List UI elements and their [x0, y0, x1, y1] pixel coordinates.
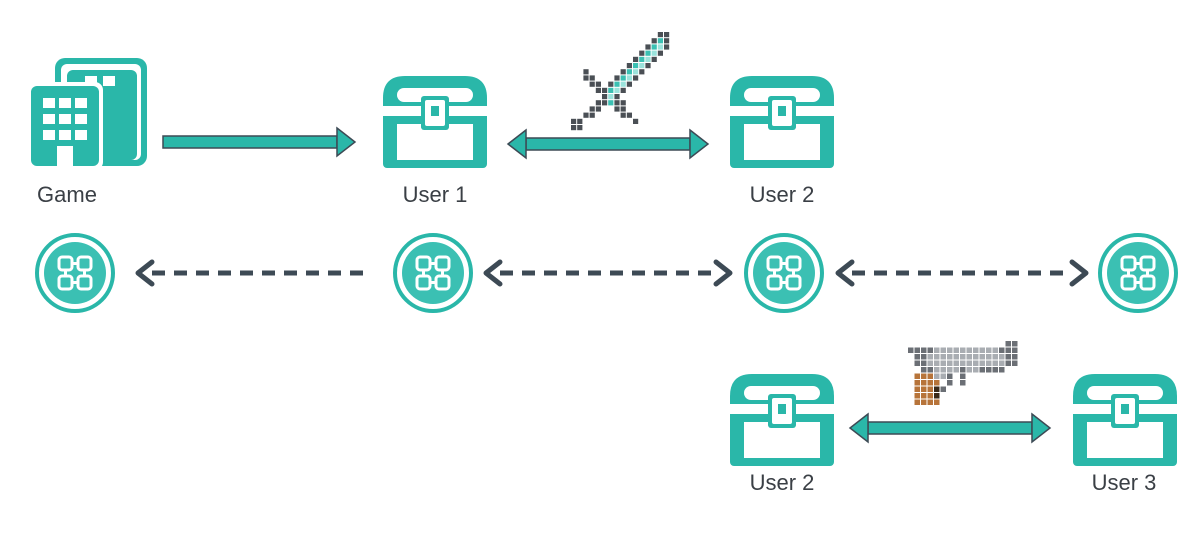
- building-icon: [27, 58, 147, 170]
- arrow-game-to-user1: [162, 126, 357, 158]
- treasure-chest-icon-user3-bottom: [1073, 374, 1177, 466]
- dashed-link-node1-node2: [135, 259, 372, 287]
- label-user2-top: User 2: [749, 182, 815, 207]
- double-arrow-user1-user2: [506, 128, 710, 160]
- treasure-chest-icon-user2-top: [730, 76, 834, 168]
- label-user2-bottom: User 2: [749, 470, 815, 495]
- pixel-sword-icon: [571, 32, 670, 131]
- dashed-link-node3-node4: [835, 259, 1089, 287]
- dashed-link-node2-node3: [483, 259, 733, 287]
- double-arrow-user2-user3: [848, 412, 1052, 444]
- blockchain-node-icon-1: [35, 233, 115, 313]
- label-game: Game: [37, 182, 97, 207]
- treasure-chest-icon-user1-top: [383, 76, 487, 168]
- blockchain-node-icon-4: [1098, 233, 1178, 313]
- treasure-chest-icon-user2-bottom: [730, 374, 834, 466]
- pixel-gun-icon: [908, 341, 1018, 405]
- label-user1-top: User 1: [402, 182, 468, 207]
- blockchain-node-icon-3: [744, 233, 824, 313]
- label-user3-bottom: User 3: [1091, 470, 1157, 495]
- blockchain-node-icon-2: [393, 233, 473, 313]
